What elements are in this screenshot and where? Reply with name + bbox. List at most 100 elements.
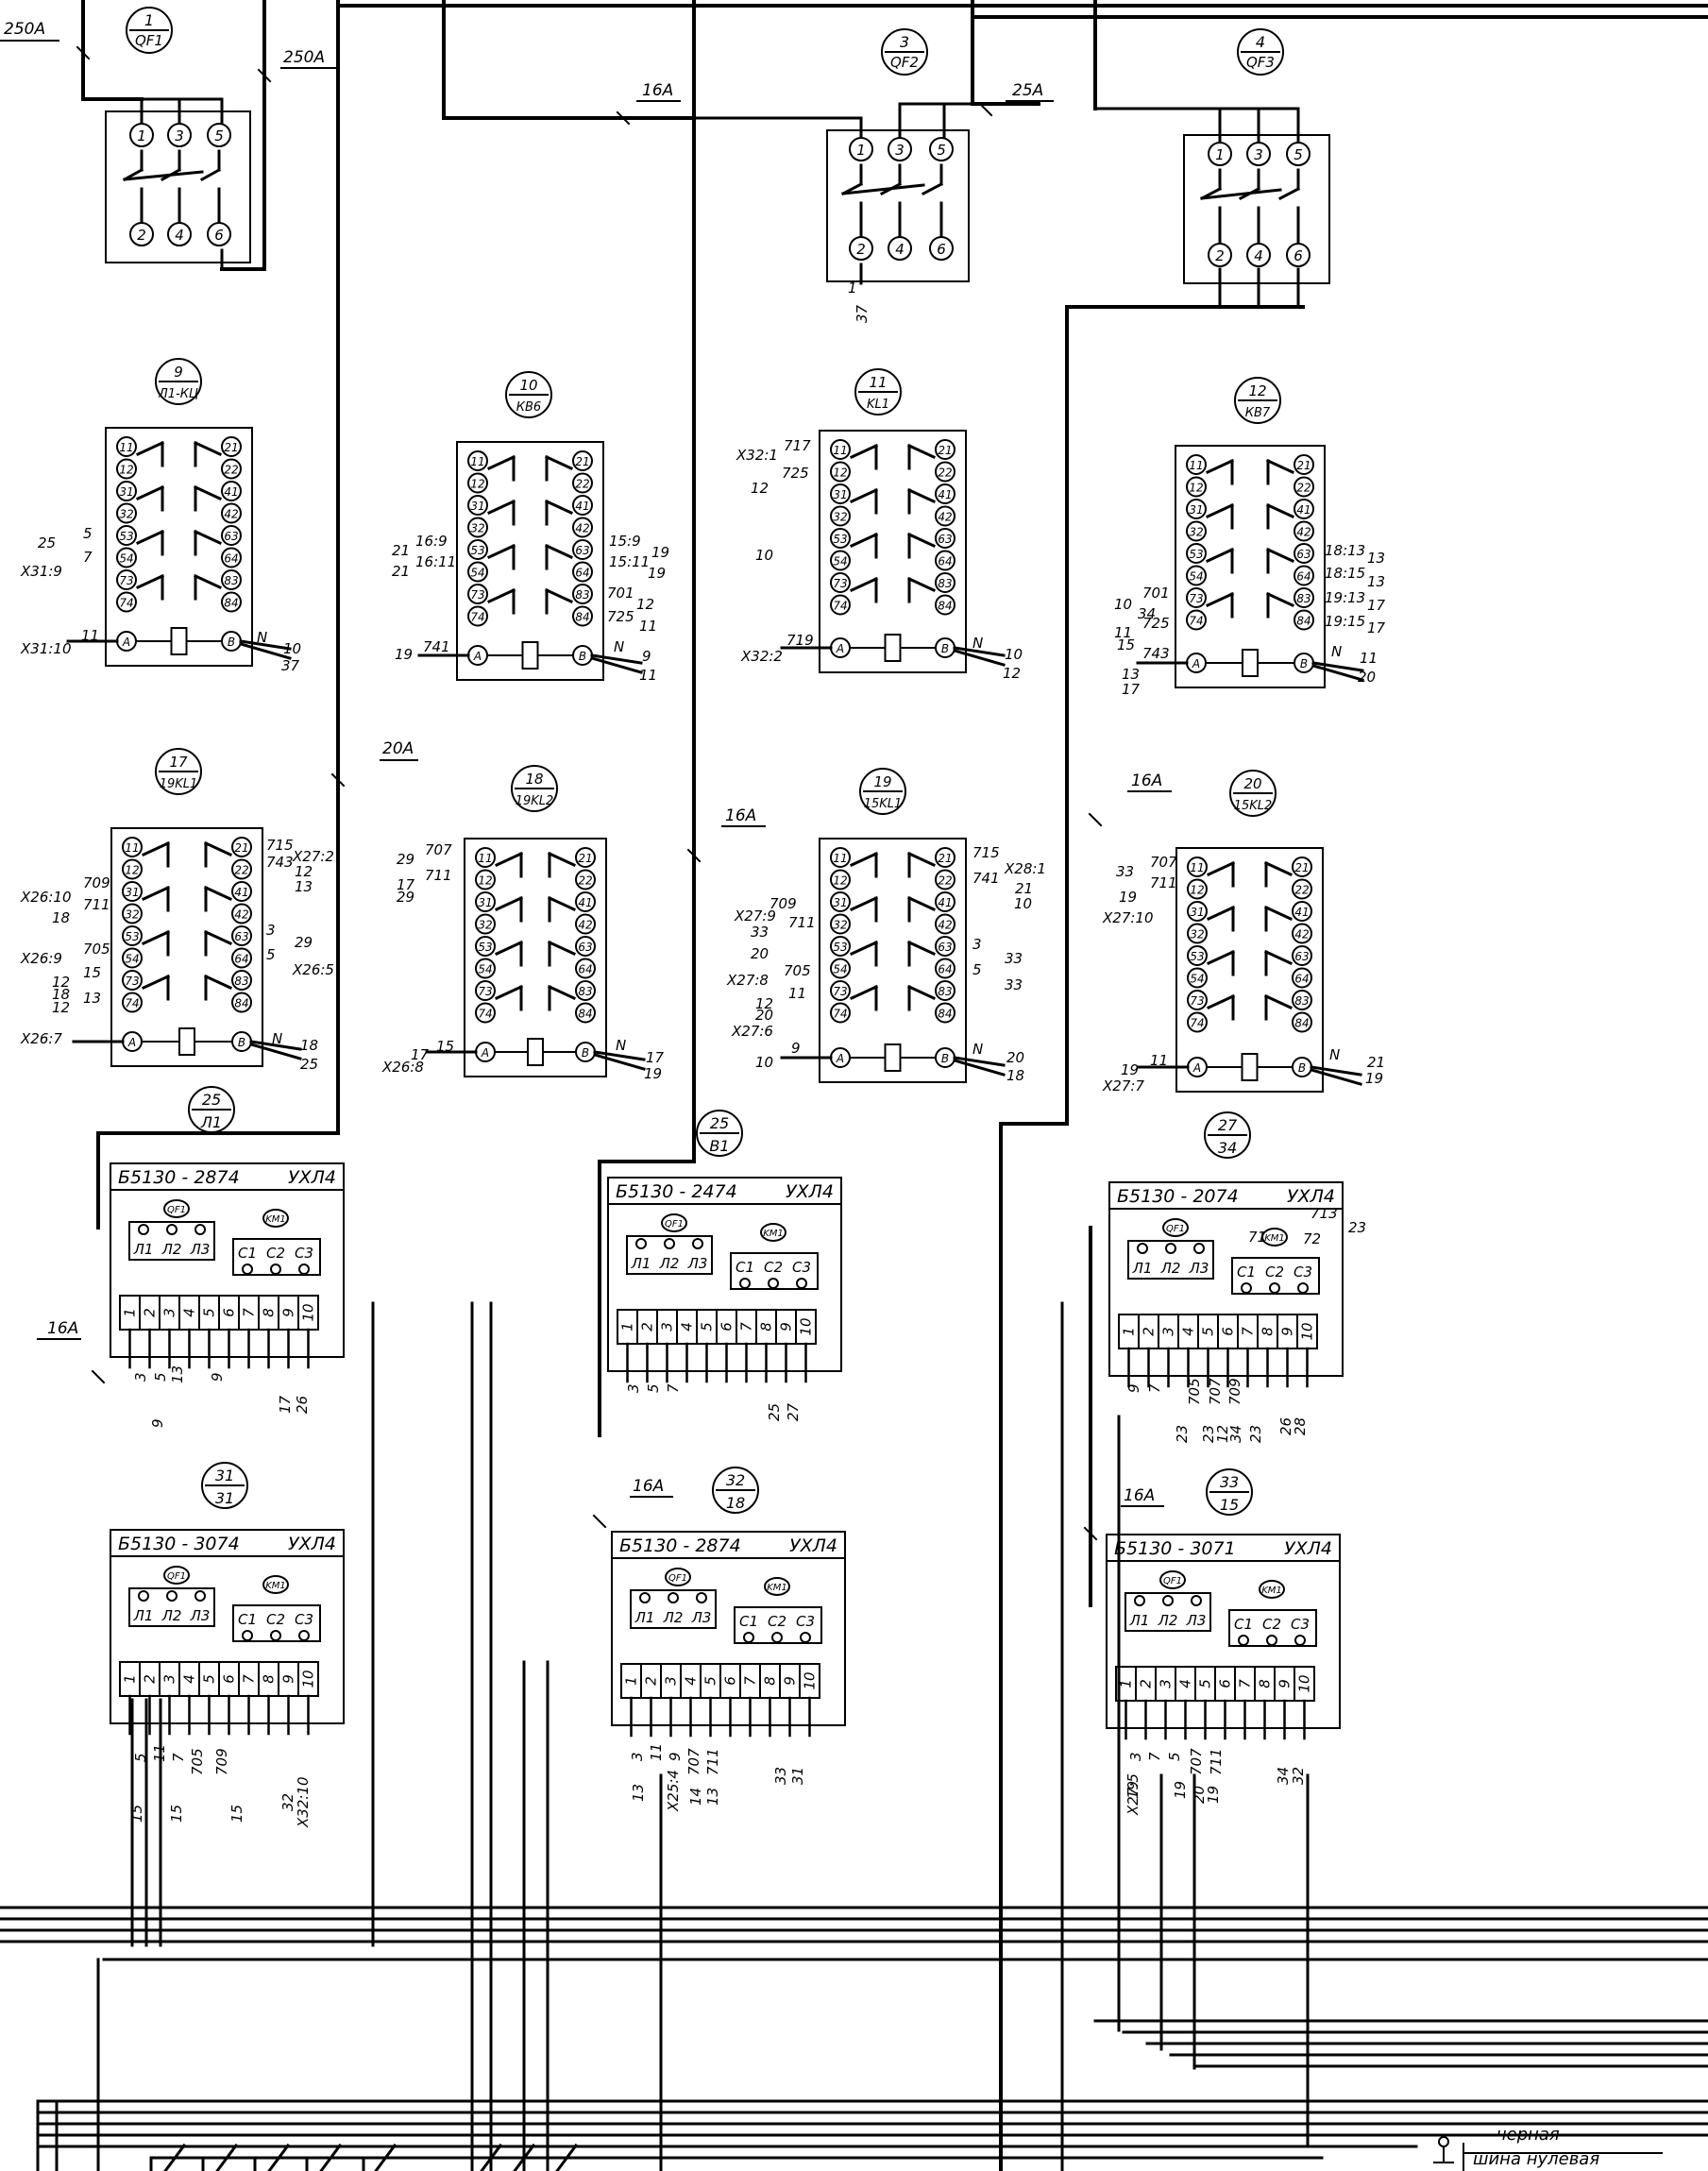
qf-symbol bbox=[1159, 1570, 1186, 1589]
tag-code: 15KL2 bbox=[1234, 799, 1273, 813]
svg-text:37: 37 bbox=[281, 657, 300, 674]
relay-pin bbox=[116, 547, 137, 568]
relay-pin bbox=[572, 450, 593, 471]
coil-symbol bbox=[527, 1038, 544, 1066]
km-symbol bbox=[262, 1209, 289, 1228]
pin-label: B bbox=[238, 1036, 245, 1049]
relay-pin bbox=[1294, 454, 1314, 475]
pin-label: 31 bbox=[1189, 503, 1203, 517]
svg-text:5: 5 bbox=[152, 1372, 169, 1382]
c-label: С3 bbox=[1291, 1616, 1310, 1633]
c-label: С3 bbox=[792, 1259, 811, 1276]
contact-symbol bbox=[907, 941, 936, 967]
contact-symbol bbox=[545, 588, 573, 615]
svg-text:29: 29 bbox=[397, 889, 414, 906]
pin-label: 73 bbox=[119, 574, 133, 587]
svg-text:701: 701 bbox=[607, 585, 634, 602]
km-label: KM1 bbox=[763, 1229, 784, 1239]
terminal-label: 4 bbox=[683, 1676, 700, 1686]
relay-pin bbox=[116, 591, 137, 613]
svg-text:32: 32 bbox=[279, 1793, 296, 1811]
relay-pin bbox=[1187, 878, 1208, 900]
svg-text:33: 33 bbox=[1116, 863, 1134, 880]
terminal-label: 1 bbox=[122, 1308, 139, 1317]
terminal-label: 6 bbox=[1217, 1679, 1234, 1688]
tag-num: 33 bbox=[1220, 1473, 1239, 1491]
terminal-label: 4 bbox=[1180, 1327, 1197, 1336]
svg-text:33: 33 bbox=[1005, 976, 1023, 993]
svg-text:707: 707 bbox=[1150, 854, 1177, 871]
svg-text:17: 17 bbox=[1367, 597, 1386, 614]
contact-symbol bbox=[194, 530, 222, 556]
pin-label: B bbox=[1300, 657, 1308, 670]
relay-pin bbox=[575, 891, 596, 912]
relay-pin bbox=[221, 591, 242, 613]
component-tag-qf2: 3 QF2 bbox=[881, 28, 928, 76]
svg-text:705: 705 bbox=[1186, 1378, 1203, 1405]
relay-pin bbox=[935, 528, 955, 549]
contact-symbol bbox=[487, 588, 516, 615]
relay-pin bbox=[830, 980, 851, 1001]
relay-pin bbox=[221, 458, 242, 480]
relay-pin bbox=[475, 891, 496, 912]
svg-text:Х32:2: Х32:2 bbox=[740, 648, 783, 665]
svg-text:17: 17 bbox=[1122, 681, 1141, 698]
pin-label: 74 bbox=[1189, 615, 1203, 628]
km-symbol bbox=[760, 1223, 786, 1242]
svg-text:11: 11 bbox=[1114, 624, 1132, 641]
svg-text:26: 26 bbox=[1277, 1417, 1294, 1435]
relay-pin bbox=[572, 539, 593, 560]
contact-symbol bbox=[204, 841, 232, 868]
relay-pin bbox=[116, 502, 137, 524]
legend: черная шина нулевая bbox=[1433, 2125, 1663, 2171]
svg-text:QF2: QF2 bbox=[890, 54, 919, 71]
svg-text:26: 26 bbox=[294, 1396, 311, 1414]
contact-symbol bbox=[548, 941, 576, 967]
relay-pin bbox=[1294, 520, 1314, 542]
svg-text:15:11: 15:11 bbox=[609, 553, 650, 570]
svg-text:15:9: 15:9 bbox=[609, 533, 641, 550]
tag-code: QF1 bbox=[135, 32, 163, 49]
pin-label: 31 bbox=[1190, 906, 1204, 919]
contact-symbol bbox=[850, 985, 878, 1011]
km-symbol bbox=[1259, 1580, 1285, 1599]
relay-pin bbox=[572, 561, 593, 583]
phase-label: Л1 bbox=[133, 1607, 154, 1624]
svg-text:11: 11 bbox=[1150, 1052, 1168, 1069]
coil-symbol bbox=[521, 641, 539, 670]
svg-text:31: 31 bbox=[789, 1767, 806, 1785]
block-climate: УХЛ4 bbox=[789, 1535, 837, 1556]
svg-text:3: 3 bbox=[629, 1752, 646, 1761]
pin-label: 12 bbox=[125, 864, 139, 877]
current-ratings: 250А 250А 16А 25А 20А 16А 16А 16А 16А 16… bbox=[0, 20, 1172, 1541]
pin-label: 53 bbox=[833, 941, 847, 954]
svg-text:12: 12 bbox=[636, 596, 654, 613]
relay-pin bbox=[231, 881, 252, 902]
svg-text:Х25:4: Х25:4 bbox=[665, 1770, 682, 1812]
svg-text:19: 19 bbox=[1125, 1781, 1141, 1799]
relay-pin bbox=[1186, 499, 1207, 519]
pin-label: B bbox=[941, 1052, 949, 1065]
qf-label: QF1 bbox=[668, 1573, 687, 1584]
svg-text:27: 27 bbox=[785, 1402, 802, 1421]
coil-symbol bbox=[1241, 1053, 1259, 1081]
svg-text:13: 13 bbox=[1367, 573, 1385, 590]
tag-num: 18 bbox=[525, 771, 543, 788]
svg-text:15: 15 bbox=[228, 1805, 245, 1823]
component-tag: 9Л1-КЦ bbox=[155, 358, 202, 405]
svg-text:705: 705 bbox=[189, 1748, 206, 1775]
svg-text:12: 12 bbox=[755, 995, 773, 1012]
terminal-label: 8 bbox=[758, 1322, 775, 1331]
contact-symbol bbox=[850, 577, 878, 603]
pin-label: 64 bbox=[234, 953, 248, 966]
relay-pin bbox=[467, 561, 488, 583]
svg-text:2: 2 bbox=[137, 227, 146, 244]
km-symbol bbox=[1261, 1228, 1288, 1247]
terminal-label: 6 bbox=[722, 1676, 739, 1686]
pin-label: B bbox=[941, 642, 949, 655]
tag-num: 20 bbox=[1243, 775, 1261, 792]
svg-text:711: 711 bbox=[425, 867, 452, 884]
